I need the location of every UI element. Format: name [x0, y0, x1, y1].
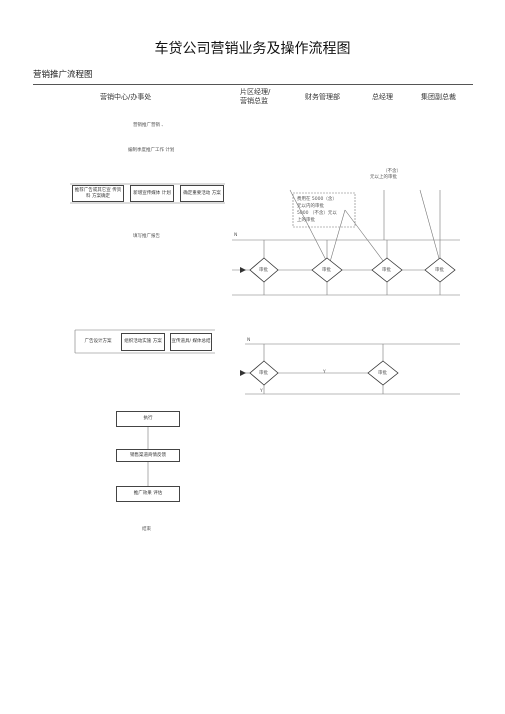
column-finance: 财务管理部 [305, 93, 340, 101]
box-event-execution: 组织活动实施 方案 [121, 333, 165, 351]
note-top-line2: 元以上的审批 [370, 175, 397, 180]
step-marketing-promotion: 营销推广营销 、 [133, 123, 166, 128]
step-promotion-report: 填写推广报告 [133, 234, 160, 239]
box-key-event-plan: 确定重要活动 方案 [180, 185, 224, 202]
note-box-line4: 上的审批 [297, 218, 315, 223]
approve-finance: 审批 [322, 268, 331, 273]
column-group-vp: 集团副总裁 [421, 93, 456, 101]
column-gm: 总经理 [372, 93, 393, 101]
step-quarterly-plan: 编制季度推广工作 计划 [128, 148, 175, 153]
approve-regional: 审批 [259, 268, 268, 273]
note-top-line1: （不含） [383, 169, 401, 174]
label-n-top: N [234, 233, 238, 238]
label-y-lower: Y [323, 370, 326, 375]
page-title: 车贷公司营销业务及操作流程图 [154, 41, 351, 57]
flow-end: 结束 [142, 527, 151, 532]
approve-lower-2: 审批 [378, 371, 387, 376]
approve-lower-1: 审批 [259, 371, 268, 376]
column-regional-manager-line2: 营销总监 [240, 97, 268, 105]
box-ad-design: 广告设计方案 [78, 333, 118, 351]
header-rule [33, 84, 473, 85]
box-new-media-plan: 新增宣传媒体 计划 [130, 185, 174, 202]
note-box-line3: 5000 （不含）元以 [297, 211, 337, 216]
box-ad-materials-plan: 推荐广告或其它宣 传资料 方案确定 [72, 185, 124, 202]
note-box-line2: 元以内的审批 [297, 204, 324, 209]
label-n-lower: N [247, 338, 251, 343]
box-media-summary: 宣传道具/ 媒体总结 [170, 333, 212, 351]
box-effect-evaluation: 推广效果 评估 [116, 486, 180, 502]
approve-group-vp: 审批 [435, 268, 444, 273]
column-regional-manager-line1: 片区经理/ [240, 88, 271, 96]
box-channel-feedback: 销售渠道商情反馈 [116, 449, 180, 462]
label-y-bottom: Y [260, 389, 263, 394]
column-marketing: 营销中心/办事处 [100, 93, 152, 101]
section-title: 营销推广流程图 [33, 70, 93, 80]
box-execute: 执行 [116, 411, 180, 427]
note-box-line1: 费用在 5000（含） [297, 197, 337, 202]
approve-gm: 审批 [382, 268, 391, 273]
